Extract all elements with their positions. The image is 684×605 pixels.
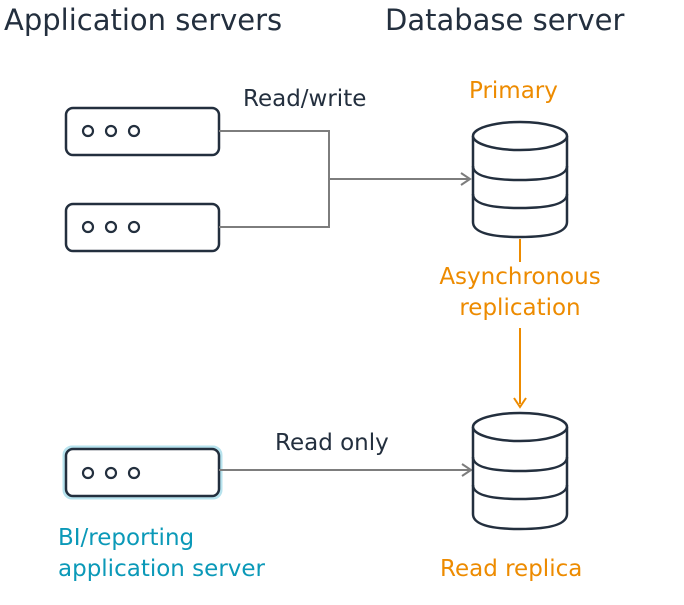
app-server-1 bbox=[64, 106, 221, 157]
read-write-label: Read/write bbox=[243, 86, 367, 112]
read-replica-label: Read replica bbox=[440, 556, 583, 582]
app-server-2 bbox=[64, 202, 221, 253]
application-servers-heading: Application servers bbox=[4, 3, 283, 37]
replication-arrow bbox=[513, 239, 527, 409]
primary-label: Primary bbox=[469, 78, 558, 104]
read-write-connector bbox=[219, 130, 472, 228]
database-server-heading: Database server bbox=[385, 3, 625, 37]
read-only-connector bbox=[219, 463, 473, 477]
bi-reporting-label-line2: application server bbox=[58, 556, 265, 582]
bi-reporting-label-line1: BI/reporting bbox=[58, 525, 195, 551]
async-replication-label-line2: replication bbox=[459, 295, 581, 321]
async-replication-label-line1: Asynchronous bbox=[439, 264, 601, 290]
bi-reporting-server bbox=[62, 445, 223, 500]
read-only-label: Read only bbox=[275, 430, 389, 456]
primary-database-icon bbox=[471, 120, 569, 239]
read-replica-database-icon bbox=[471, 411, 569, 531]
